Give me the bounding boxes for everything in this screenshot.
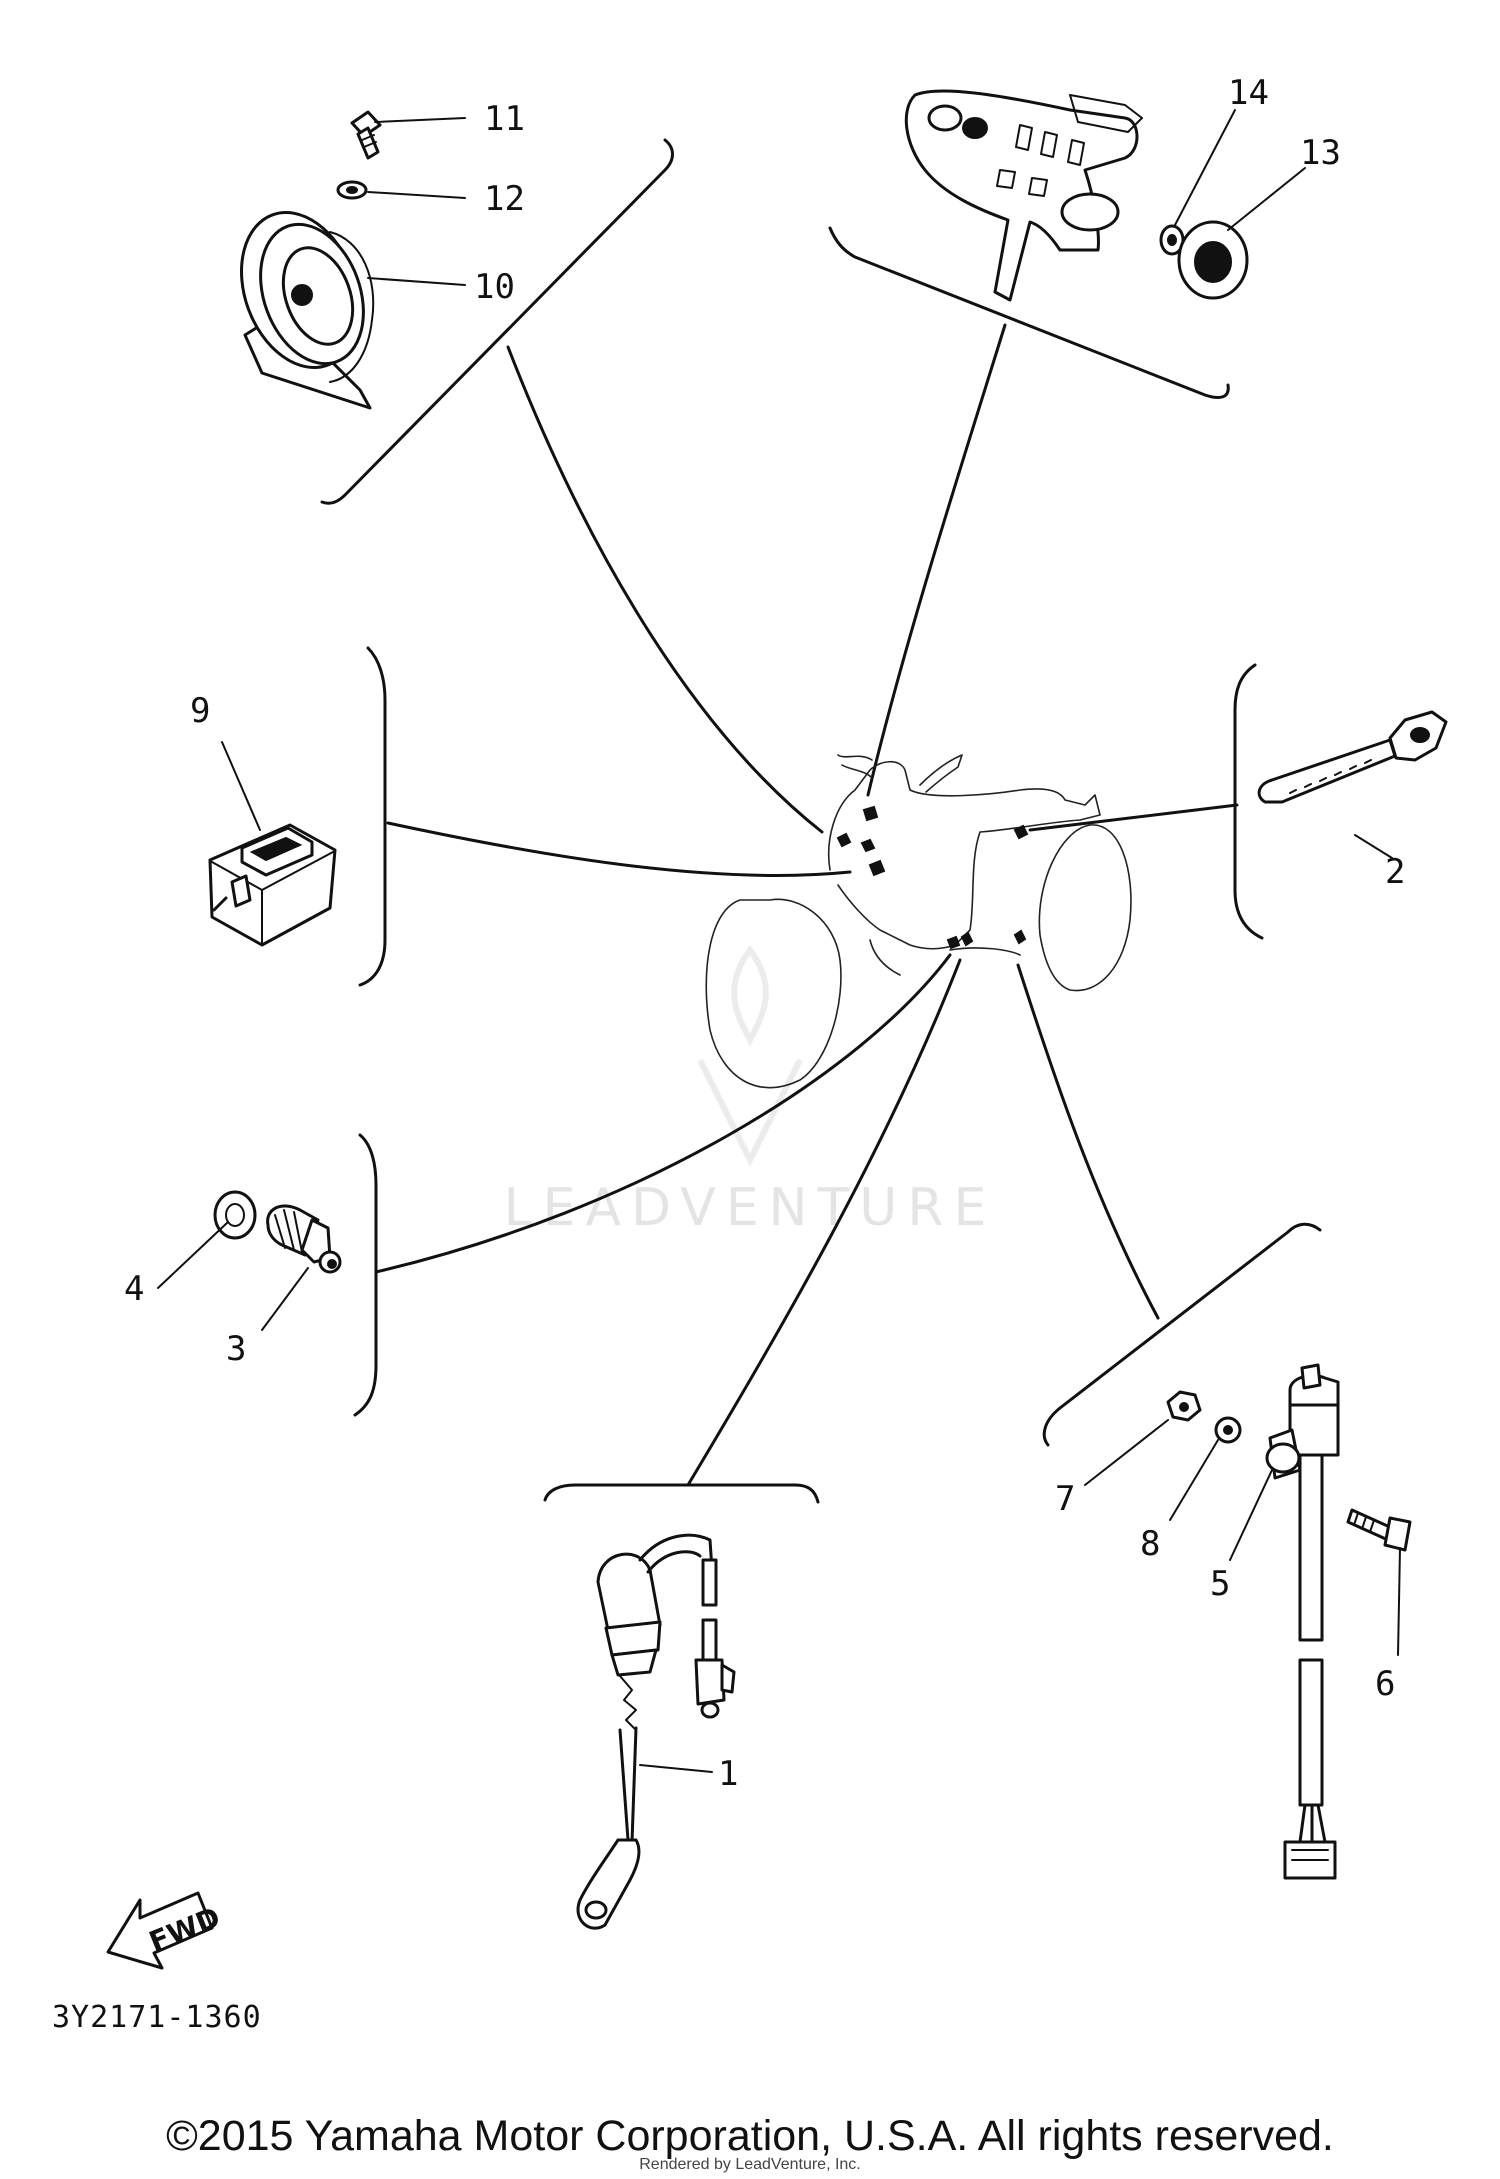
screw-part	[1346, 1508, 1412, 1552]
rendered-by-notice: Rendered by LeadVenture, Inc.	[639, 2156, 861, 2173]
bracket-cord-group	[543, 1483, 820, 1504]
switch-part	[1265, 1363, 1340, 1880]
callout-5: 5	[1210, 1564, 1230, 1604]
callout-11: 11	[484, 99, 525, 139]
leader-relay-group	[386, 821, 852, 877]
watermark-text: LEADVENTURE	[504, 1178, 997, 1238]
callout-10: 10	[474, 267, 515, 307]
bracket-relay-group	[358, 646, 387, 987]
bracket-sensor-group	[353, 1133, 378, 1417]
callout-4: 4	[124, 1269, 144, 1309]
relay-part	[208, 823, 337, 947]
callout-12: 12	[484, 179, 525, 219]
callout-2: 2	[1385, 852, 1405, 892]
washer-part	[336, 180, 368, 200]
callout-6: 6	[1375, 1664, 1395, 1704]
callout-leaders	[157, 109, 1401, 1773]
callout-9: 9	[190, 691, 210, 731]
leader-key-group	[1028, 803, 1239, 832]
bracket-part	[904, 89, 1143, 302]
leader-switch-group	[1016, 963, 1160, 1320]
leader-sensor-group	[374, 953, 952, 1274]
forward-arrow-icon: FWD	[106, 1891, 225, 1970]
bracket-bracket-group	[828, 226, 1230, 399]
bracket-horn-group	[320, 138, 674, 505]
key-part	[1257, 710, 1448, 804]
callout-1: 1	[718, 1754, 738, 1794]
copyright-notice: ©2015 Yamaha Motor Corporation, U.S.A. A…	[166, 2112, 1334, 2160]
plug-cap-part	[576, 1533, 736, 1930]
bolt-part	[350, 110, 382, 160]
gasket-part	[213, 1190, 257, 1240]
callout-13: 13	[1300, 133, 1341, 173]
leader-bracket-group	[866, 323, 1007, 797]
callout-3: 3	[226, 1329, 246, 1369]
switch-nut-part	[1166, 1390, 1202, 1422]
motorcycle-outline	[705, 754, 1132, 1089]
horn-part	[240, 211, 375, 410]
bracket-key-group	[1233, 663, 1264, 940]
switch-washer-part	[1214, 1416, 1242, 1444]
bracket-switch-group	[1042, 1222, 1322, 1447]
sensor-switch-part	[266, 1204, 342, 1274]
diagram-reference-code: 3Y2171-1360	[52, 2000, 262, 2035]
watermark-logo: LEADVENTURE	[504, 944, 997, 1238]
callout-14: 14	[1228, 73, 1269, 113]
callout-7: 7	[1055, 1479, 1075, 1519]
nut-part	[1159, 224, 1185, 256]
grommet-part	[1177, 220, 1249, 300]
leader-cord-group	[686, 958, 962, 1487]
leader-horn-group	[506, 345, 824, 834]
callout-8: 8	[1140, 1524, 1160, 1564]
